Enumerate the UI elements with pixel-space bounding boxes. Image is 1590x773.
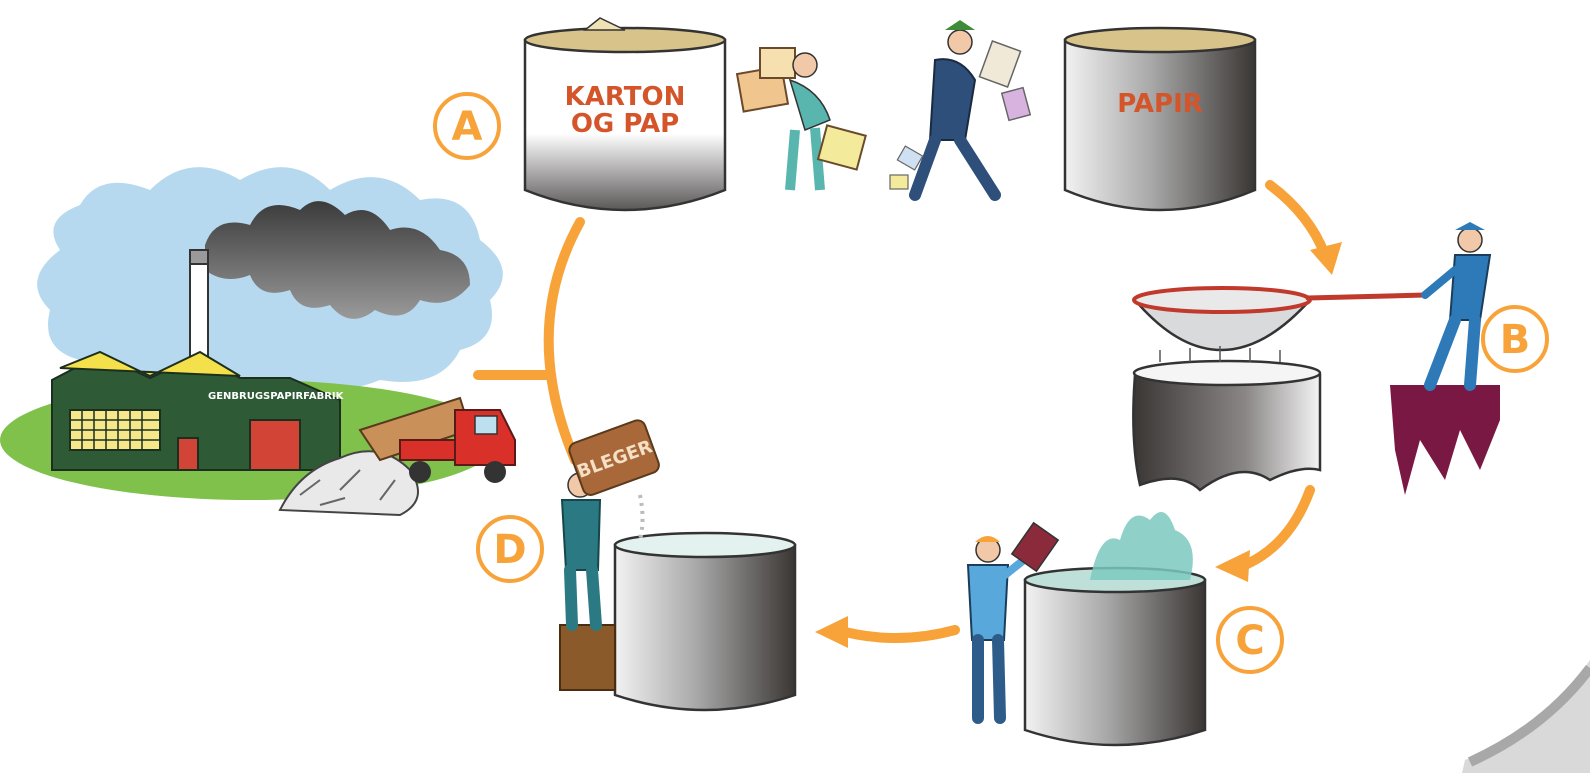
page-curl <box>1467 664 1590 767</box>
step-badge-b: B <box>1481 305 1549 373</box>
worker-icon <box>1390 222 1500 495</box>
sieve-icon <box>1132 286 1312 314</box>
step-badge-c: C <box>1216 606 1284 674</box>
worker-icon <box>966 521 1060 724</box>
factory-sign: GENBRUGSPAPIRFABRIK <box>208 391 345 402</box>
worker-icon <box>735 47 867 191</box>
cycle-arc <box>543 217 585 465</box>
step-badge-d: D <box>476 515 544 583</box>
karton-barrel-icon: KARTON OG PAP <box>523 17 727 212</box>
step-label-c: C <box>1235 618 1264 664</box>
factory-scene: GENBRUGSPAPIRFABRIK <box>0 167 516 517</box>
step-label-d: D <box>493 527 526 573</box>
arrow-icon <box>1240 485 1315 570</box>
karton-label-line1: KARTON <box>565 82 686 112</box>
karton-label-line2: OG PAP <box>571 109 679 139</box>
step-label-a: A <box>452 104 483 150</box>
bottle-icon <box>1010 521 1060 573</box>
barrel-icon <box>1023 512 1207 747</box>
page-curl-shadow <box>1462 660 1590 773</box>
arrow-icon <box>840 625 960 644</box>
smoke-icon <box>205 201 470 319</box>
barrel-icon <box>613 531 797 712</box>
arrowhead <box>815 616 848 648</box>
worker-icon: BLEGER <box>559 419 660 691</box>
sack-icon: BLEGER <box>568 419 660 496</box>
chimney-icon <box>189 249 209 361</box>
truck-icon <box>358 396 516 483</box>
papir-barrel-icon: PAPIR <box>1063 26 1257 212</box>
sieve-stage <box>1132 286 1428 492</box>
arrowhead <box>1215 550 1250 582</box>
pedestal <box>1390 385 1500 495</box>
factory-icon: GENBRUGSPAPIRFABRIK <box>51 350 345 471</box>
papir-label: PAPIR <box>1117 89 1203 119</box>
arrow-icon <box>1265 180 1330 260</box>
arrowhead <box>1310 242 1342 275</box>
bubbles-icon <box>1090 512 1193 580</box>
worker-icon <box>889 20 1032 201</box>
step-badge-a: A <box>433 92 501 160</box>
step-label-b: B <box>1500 317 1531 363</box>
